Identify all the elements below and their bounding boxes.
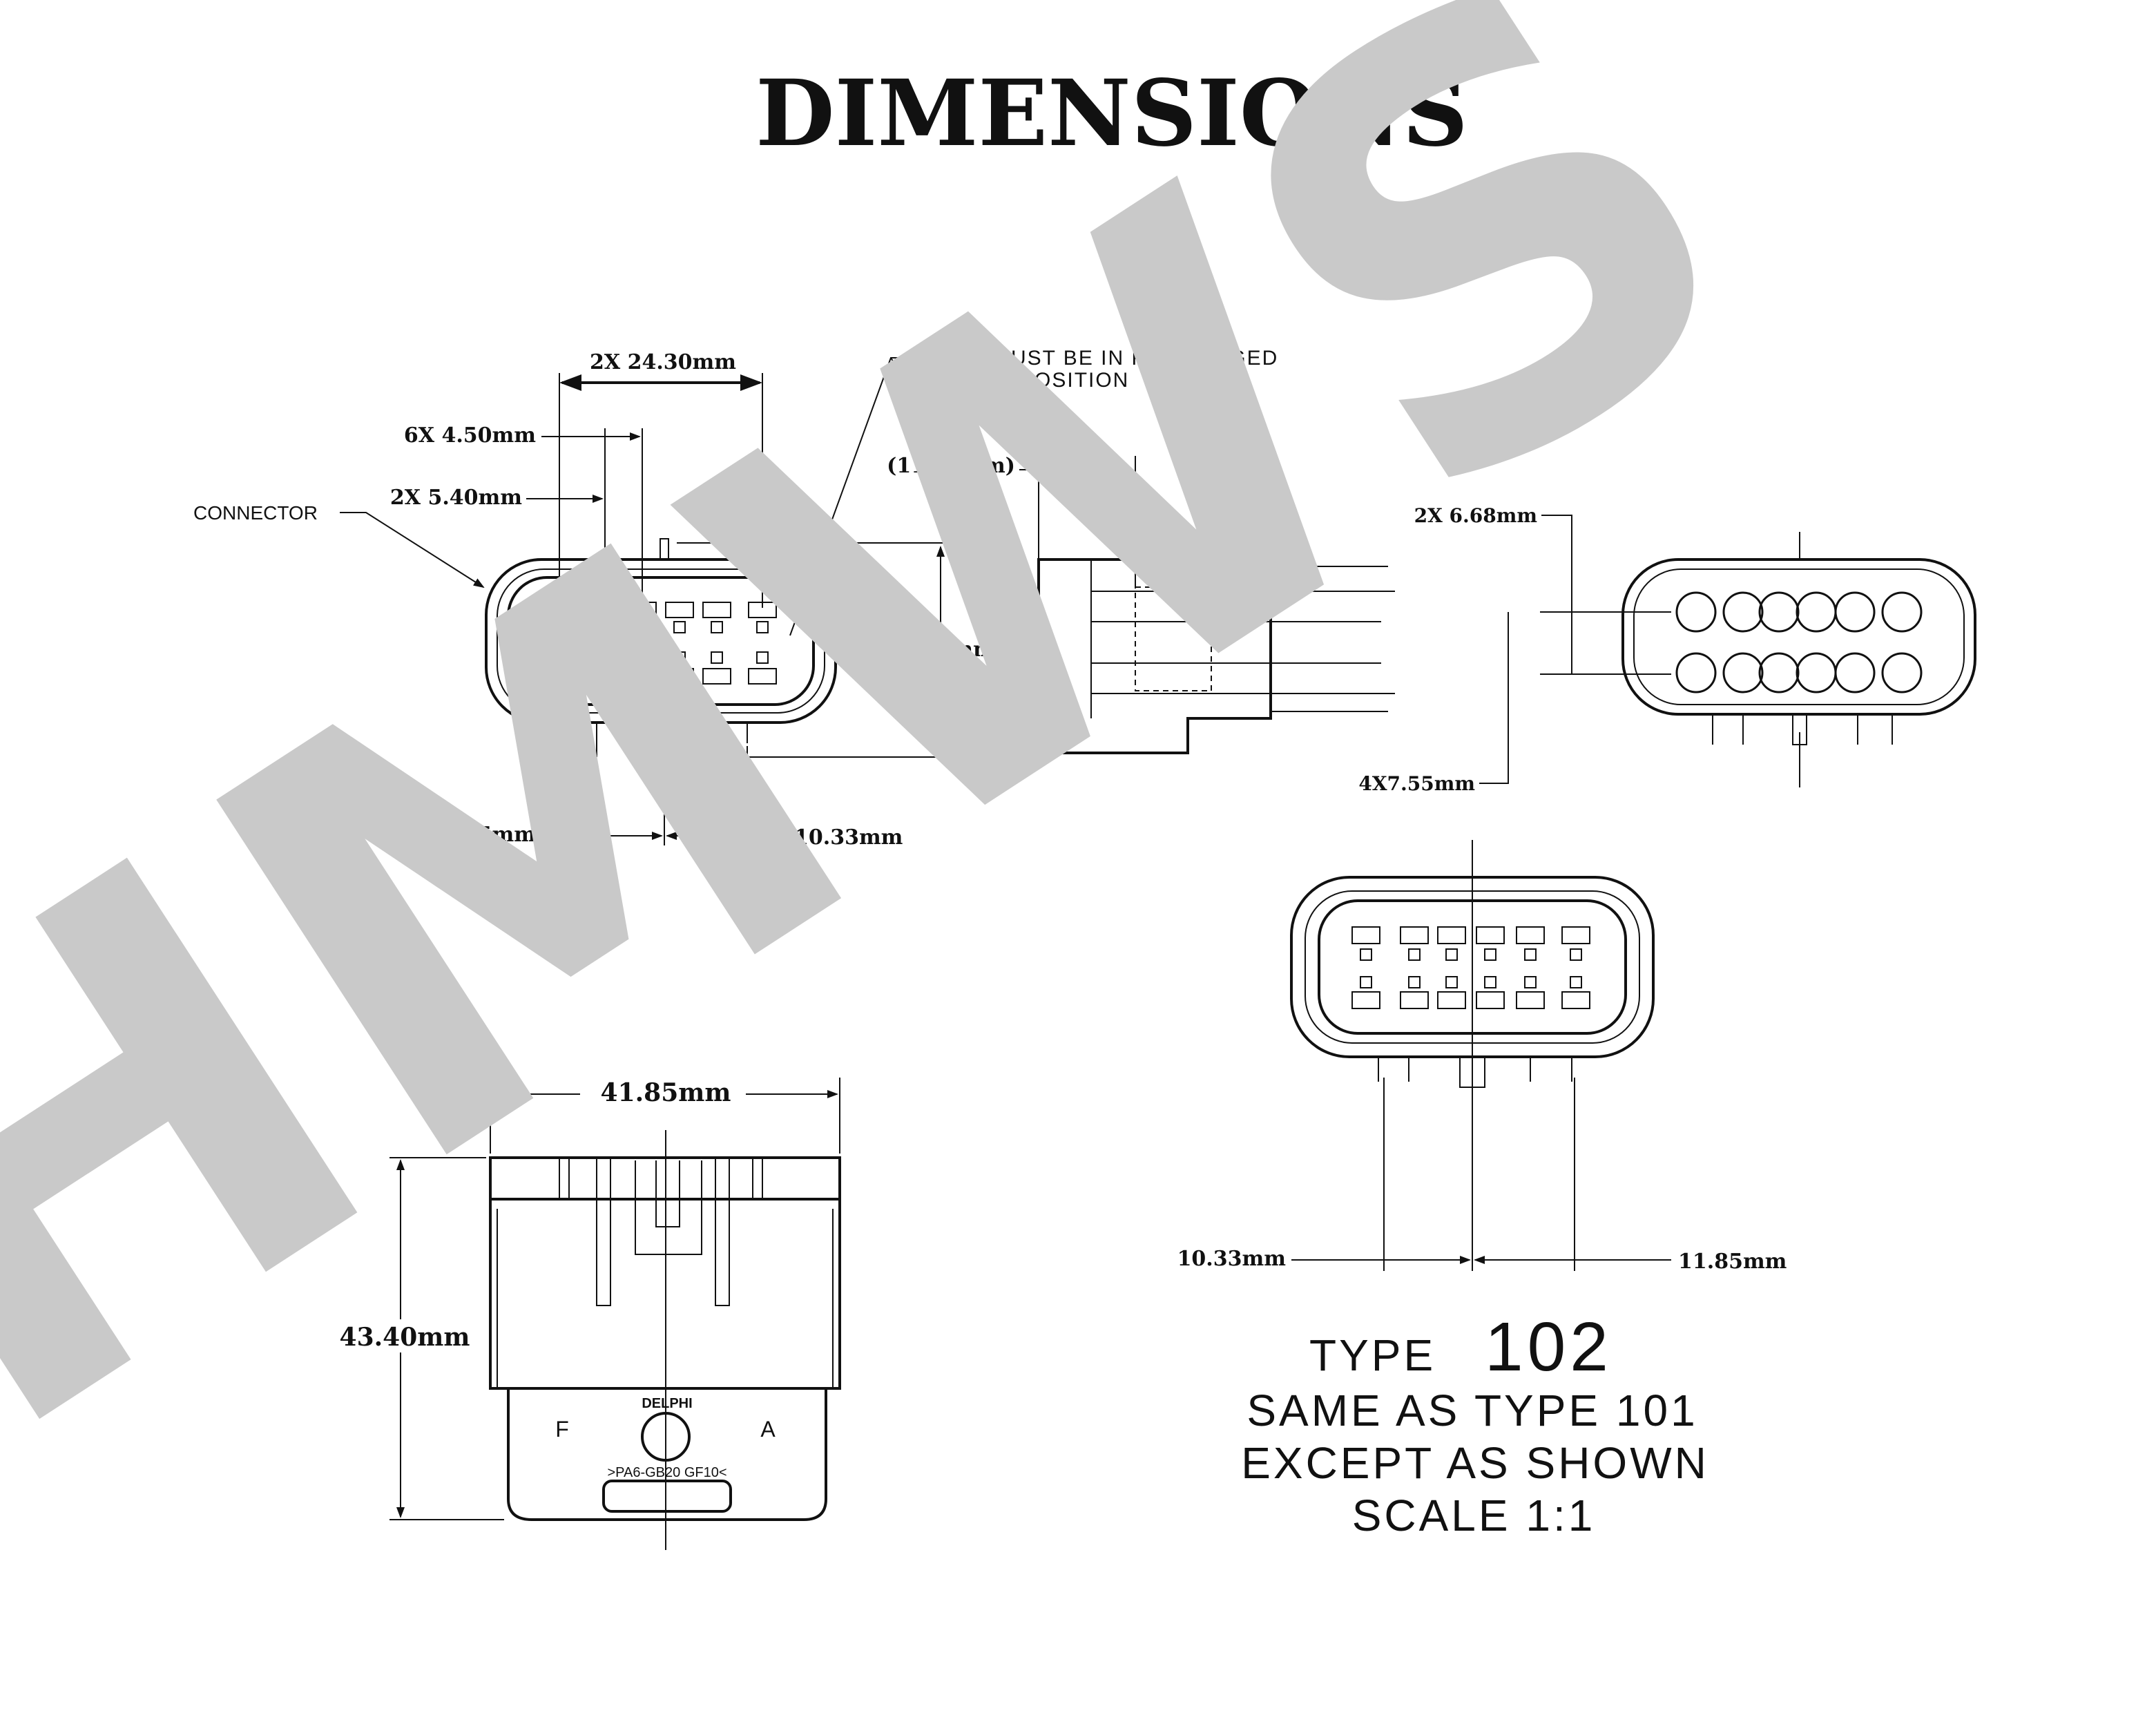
pin-cavity <box>599 651 611 664</box>
dim-row-label: 2X 6.68mm <box>1414 504 1537 527</box>
terminal-cavity <box>1881 591 1923 633</box>
pin-cavity <box>702 668 731 685</box>
pin-cavity <box>673 651 686 664</box>
pin-cavity <box>1476 926 1505 944</box>
cavity-grid <box>1675 591 1923 694</box>
pin-cavity <box>628 668 657 685</box>
terminal-cavity <box>1796 652 1837 694</box>
type-notes: TYPE 102 SAME AS TYPE 101 EXCEPT AS SHOW… <box>1241 1308 1709 1540</box>
terminal-cavity <box>1675 652 1717 694</box>
pin-cavity <box>702 602 731 618</box>
type-number: 102 <box>1485 1308 1613 1386</box>
pin-cavity <box>711 621 723 633</box>
note-line3: EXCEPT AS SHOWN <box>1241 1438 1709 1488</box>
pin-cavity <box>590 668 619 685</box>
pin-cavity <box>1476 991 1505 1009</box>
pin-cavity <box>1437 991 1466 1009</box>
rear-view: 2X 6.68mm 4X7.55mm <box>1358 504 1976 795</box>
pin-grid <box>545 602 777 685</box>
dim-width-label: 2X 24.30mm <box>590 350 736 374</box>
pin-cavity <box>1524 948 1537 961</box>
pin-cavity <box>1561 926 1590 944</box>
pin-cavity <box>673 621 686 633</box>
pin-cavity <box>1484 948 1496 961</box>
pin-cavity <box>1360 976 1372 988</box>
pin-cavity <box>599 621 611 633</box>
pin-cavity <box>665 668 694 685</box>
dim-left-label: 10.33mm <box>1177 1247 1287 1271</box>
mark-left: F <box>555 1417 569 1442</box>
terminal-cavity <box>1722 652 1764 694</box>
terminal-cavity <box>1722 591 1764 633</box>
dim-height-label: 43.40mm <box>340 1323 470 1352</box>
dim-width-label: 41.85mm <box>601 1078 731 1107</box>
dim-offset-label: 2X 5.40mm <box>390 486 522 510</box>
pin-cavity <box>665 602 694 618</box>
pin-cavity <box>1570 948 1582 961</box>
terminal-cavity <box>1796 591 1837 633</box>
pin-cavity <box>1400 991 1429 1009</box>
dim-col-label: 4X7.55mm <box>1358 772 1475 795</box>
brand-label: DELPHI <box>642 1396 692 1411</box>
terminal-cavity <box>1675 591 1717 633</box>
pin-cavity <box>1445 976 1458 988</box>
pin-cavity <box>1445 948 1458 961</box>
dim-depth-label: (11.16mm) <box>887 454 1015 478</box>
pin-cavity <box>1400 926 1429 944</box>
type-label: TYPE <box>1309 1330 1436 1380</box>
note-line2: SAME AS TYPE 101 <box>1247 1386 1697 1435</box>
pin-cavity <box>1484 976 1496 988</box>
front-view: 2X 24.30mm 6X 4.50mm 2X 5.40mm CONNECTOR… <box>193 350 1003 850</box>
dim-right-label: 10.33mm <box>794 825 903 850</box>
pin-cavity <box>1437 926 1466 944</box>
pin-cavity <box>1351 991 1380 1009</box>
pin-cavity <box>1408 976 1421 988</box>
pin-cavity <box>1516 991 1545 1009</box>
dim-right-label: 11.85mm <box>1678 1250 1787 1274</box>
terminal-cavity <box>1834 591 1876 633</box>
pin-cavity <box>636 651 648 664</box>
terminal-cavity <box>1881 652 1923 694</box>
pin-cavity <box>1408 948 1421 961</box>
pin-cavity <box>636 621 648 633</box>
dim-pitch-label: 6X 4.50mm <box>404 423 536 448</box>
dim-left-label: 11.85mm <box>427 823 537 847</box>
pin-cavity <box>756 651 769 664</box>
pin-cavity <box>1524 976 1537 988</box>
material-label: >PA6-GB20 GF10< <box>607 1465 726 1480</box>
pin-cavity <box>1570 976 1582 988</box>
connector-label: CONNECTOR <box>193 502 318 524</box>
plr-note-line1: PLR - MUST BE IN PRE-STAGED <box>925 347 1278 370</box>
plr-note-line2: POSITION <box>1019 369 1129 392</box>
pin-cavity <box>1360 948 1372 961</box>
pin-cavity <box>756 621 769 633</box>
pin-cavity <box>711 651 723 664</box>
top-view: DELPHI F A >PA6-GB20 GF10< 41.85mm 43.40… <box>331 1078 841 1550</box>
terminal-cavity <box>1834 652 1876 694</box>
mark-right: A <box>760 1417 776 1442</box>
type102-front-view: 10.33mm 11.85mm <box>1177 840 1787 1274</box>
terminal-cavity <box>1758 652 1800 694</box>
side-view: (11.16mm) PLR - MUST BE IN PRE-STAGED PO… <box>789 347 1395 754</box>
pin-cavity <box>1516 926 1545 944</box>
terminal-cavity <box>1758 591 1800 633</box>
pin-cavity <box>748 668 777 685</box>
pin-grid <box>1351 926 1590 1009</box>
dim-height-label: 25.45mm <box>886 638 995 662</box>
note-line4: SCALE 1:1 <box>1352 1491 1596 1540</box>
pin-cavity <box>1351 926 1380 944</box>
page-title: DIMENSIONS <box>755 60 1468 167</box>
pin-cavity <box>1561 991 1590 1009</box>
